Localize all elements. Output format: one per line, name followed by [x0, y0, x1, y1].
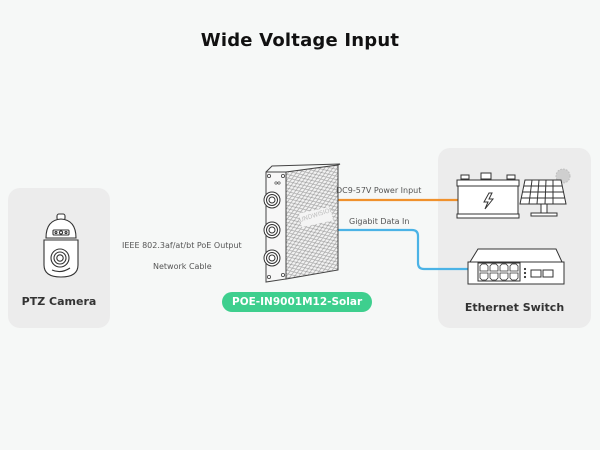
- poe-output-label: IEEE 802.3af/at/bt PoE Output: [122, 241, 242, 250]
- battery-icon: [456, 172, 520, 219]
- lightning-icon: [483, 192, 495, 210]
- data-input-cable: [282, 228, 470, 271]
- page-title: Wide Voltage Input: [200, 30, 400, 51]
- ethernet-switch-icon: [467, 248, 565, 285]
- power-input-label: DC9-57V Power Input: [336, 186, 422, 195]
- camera-label: PTZ Camera: [21, 295, 97, 308]
- network-cable-label: Network Cable: [153, 262, 212, 271]
- solar-panel-icon: [519, 168, 571, 217]
- switch-label: Ethernet Switch: [464, 301, 565, 314]
- poe-injector-icon: UNDWISION: [263, 163, 341, 283]
- ptz-camera-icon: [43, 213, 79, 278]
- device-model-badge: POE-IN9001M12-Solar: [222, 292, 373, 312]
- data-input-label: Gigabit Data In: [349, 217, 410, 226]
